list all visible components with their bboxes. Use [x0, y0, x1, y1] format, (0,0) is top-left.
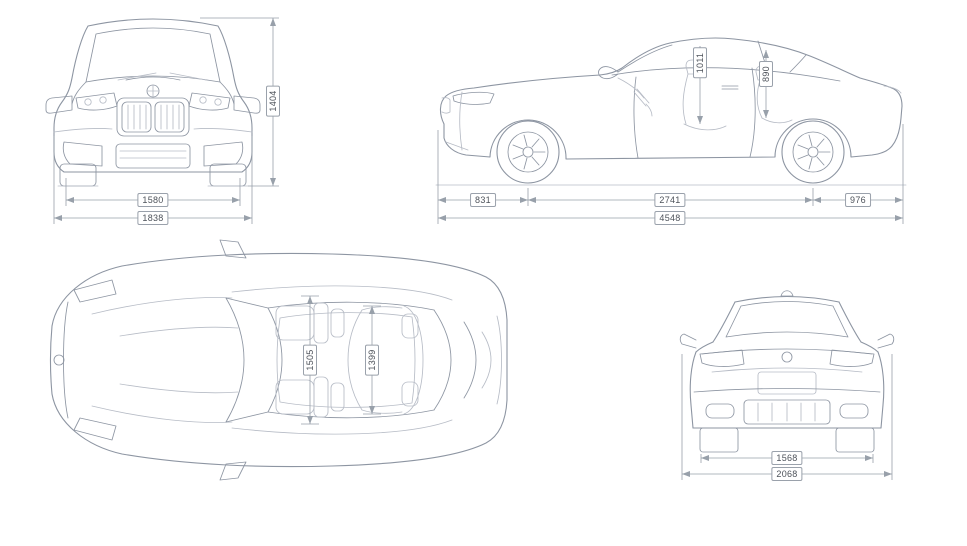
top-front-seat-right-back	[313, 376, 329, 418]
front-fender-crease-right	[219, 81, 235, 105]
front-hood-crease	[125, 76, 181, 81]
top-front-seat-left-cushion	[275, 305, 315, 341]
top-mirror-lower	[219, 461, 247, 481]
side-front-wheel	[496, 120, 560, 184]
side-kidney-hint	[441, 97, 451, 114]
rear-taillight-left	[699, 349, 745, 367]
dim-front-track-label: 1580	[137, 193, 169, 207]
side-steering-wheel	[633, 88, 653, 117]
dim-rear-overall-width-label: 2068	[771, 467, 803, 481]
rear-antenna-fin	[780, 290, 794, 297]
dim-side-headroom-front-label: 1011	[693, 47, 707, 79]
rear-mirror-left	[679, 333, 697, 349]
front-brand-emblem	[146, 84, 160, 98]
dim-side-rear-overhang-label: 976	[845, 193, 871, 207]
top-seats	[275, 302, 424, 418]
front-wiper-right	[169, 72, 207, 81]
top-roof-front-edge	[267, 307, 283, 413]
side-quarter-window-line	[789, 54, 807, 73]
side-bumper-seam	[459, 91, 463, 151]
rear-window	[725, 301, 849, 338]
rear-brand-emblem	[781, 351, 793, 363]
rear-plate-recess	[757, 371, 817, 395]
front-side-intake-right	[203, 141, 244, 167]
side-headlight	[452, 91, 495, 105]
side-body-outline	[439, 37, 903, 160]
front-bumper-crease	[53, 128, 253, 133]
top-front-seat-right-headrest	[330, 382, 345, 412]
top-roof-edges	[267, 301, 435, 419]
side-a-pillar	[617, 44, 673, 73]
front-kidney-grille	[116, 97, 190, 137]
front-tire-left	[59, 163, 97, 187]
side-door-rear-seam	[749, 67, 756, 158]
dim-side-headroom-rear-label: 890	[759, 61, 773, 87]
side-spoiler-line	[883, 85, 902, 94]
top-beltlines	[231, 285, 453, 435]
side-mirror	[598, 66, 619, 80]
top-rear-window	[433, 309, 452, 411]
top-a-pillars	[225, 297, 269, 423]
top-trunk-edge	[481, 315, 502, 405]
rear-tire-right	[835, 427, 875, 453]
top-rear-bench-back	[403, 305, 424, 415]
top-view	[49, 239, 508, 481]
dim-side-overall-length-label: 4548	[654, 211, 686, 225]
top-mirror-upper	[219, 239, 247, 259]
side-dimension-lines	[437, 124, 904, 224]
dim-top-shoulder-front-label: 1505	[303, 344, 317, 376]
side-rear-wheel	[781, 120, 845, 184]
top-rear-headrest-left	[401, 313, 419, 339]
front-tire-right	[209, 163, 247, 187]
top-hood-emblem	[53, 354, 65, 366]
dim-front-overall-height-label: 1404	[266, 85, 280, 117]
side-splitter-line	[445, 141, 469, 151]
front-mirror-right	[233, 95, 261, 114]
top-rear-bench-cushion	[347, 306, 403, 414]
front-body-outline	[53, 18, 253, 173]
rear-exhaust-right	[839, 403, 869, 419]
front-fender-crease-left	[71, 81, 87, 105]
top-headlight-lower	[73, 417, 117, 441]
top-headlight-upper	[73, 279, 117, 303]
top-sunroof	[276, 312, 416, 408]
rear-c-pillars	[712, 301, 862, 343]
top-rear-deck	[463, 321, 477, 399]
front-side-intake-left	[62, 141, 103, 167]
rear-shoulders	[695, 341, 879, 353]
top-front-seat-left-headrest	[330, 308, 345, 338]
top-body-outline	[49, 252, 508, 468]
dim-top-shoulder-rear-label: 1399	[365, 344, 379, 376]
side-door-front-seam	[633, 76, 639, 159]
front-wiper-left	[117, 72, 157, 81]
front-center-intake	[115, 143, 191, 169]
front-headlight-right	[188, 92, 231, 111]
top-bumper-seam	[63, 301, 69, 419]
side-headroom-dimensions	[697, 46, 769, 124]
rear-mirror-right	[877, 333, 895, 349]
rear-trunk-bottom-edge	[711, 367, 863, 373]
dim-front-overall-width-label: 1838	[137, 211, 169, 225]
rear-body-sides	[689, 351, 885, 429]
top-cowl-line	[225, 297, 245, 423]
rear-diffuser	[743, 399, 831, 425]
top-rear-headrest-right	[401, 381, 419, 407]
side-beltline	[611, 67, 841, 82]
dim-side-front-overhang-label: 831	[470, 193, 496, 207]
front-headlight-left	[75, 92, 118, 111]
top-hood-creases	[91, 297, 239, 423]
rear-bumper-crease	[693, 388, 881, 393]
rear-tire-left	[699, 427, 739, 453]
side-door-handle	[721, 85, 739, 90]
side-dash-line	[617, 77, 645, 99]
dim-side-wheelbase-label: 2741	[654, 193, 686, 207]
front-mirror-left	[45, 95, 73, 114]
top-front-seat-left-back	[313, 302, 329, 344]
rear-exhaust-left	[705, 403, 735, 419]
top-front-seat-right-cushion	[275, 379, 315, 415]
rear-taillight-right	[829, 349, 875, 367]
dim-rear-track-label: 1568	[771, 451, 803, 465]
rear-roof	[734, 295, 840, 303]
